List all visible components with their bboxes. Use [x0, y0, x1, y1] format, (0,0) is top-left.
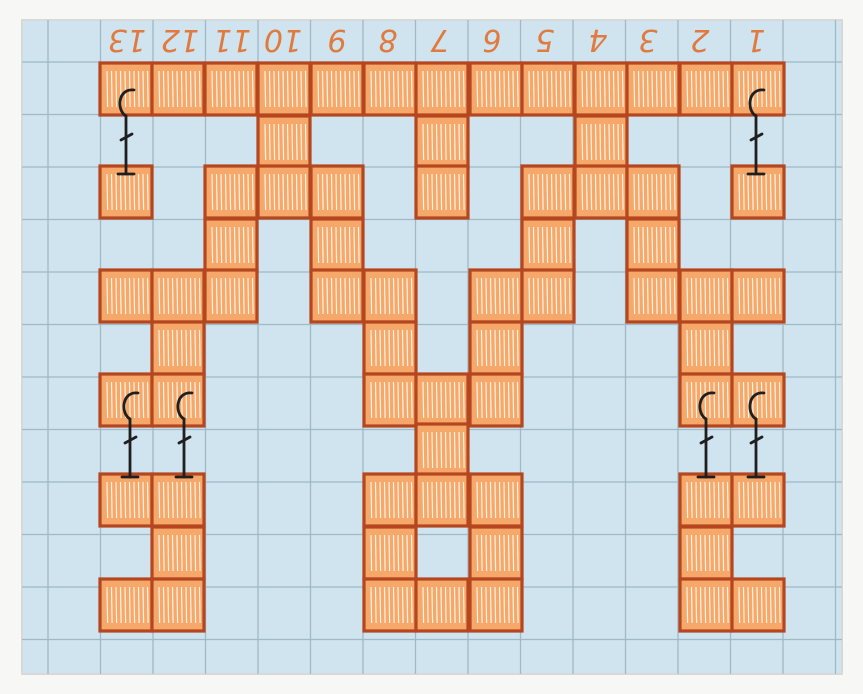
pattern-cell: [416, 474, 468, 526]
column-number: 7: [430, 22, 449, 57]
pattern-cell: [258, 166, 310, 218]
column-number: 6: [482, 22, 501, 57]
pattern-cell: [732, 474, 784, 526]
pattern-cell: [470, 270, 522, 322]
pattern-cell: [152, 579, 204, 631]
column-number: 13: [108, 22, 146, 57]
pattern-cell: [732, 374, 784, 426]
pattern-cell: [364, 527, 416, 579]
pattern-cell: [416, 374, 468, 426]
pattern-cell: [416, 424, 468, 476]
column-number: 3: [638, 22, 657, 57]
pattern-cell: [732, 270, 784, 322]
pattern-cell: [732, 579, 784, 631]
pattern-cell: [416, 63, 468, 115]
column-number: 11: [213, 22, 251, 57]
column-number: 5: [535, 22, 554, 57]
column-number: 2: [690, 22, 709, 57]
pattern-cell: [258, 116, 310, 168]
column-number: 9: [327, 22, 346, 57]
pattern-cell: [152, 474, 204, 526]
column-number: 1: [746, 22, 765, 57]
pattern-cell: [627, 63, 679, 115]
pattern-cell: [470, 322, 522, 374]
pattern-cell: [364, 474, 416, 526]
pattern-cell: [205, 270, 257, 322]
pattern-cell: [416, 116, 468, 168]
pattern-cell: [470, 63, 522, 115]
pattern-cell: [152, 63, 204, 115]
pattern-cell: [364, 270, 416, 322]
pattern-cell: [680, 322, 732, 374]
pattern-cell: [575, 116, 627, 168]
pattern-cell: [205, 63, 257, 115]
column-number: 8: [378, 22, 397, 57]
column-number: 4: [588, 22, 607, 57]
pattern-cell: [416, 579, 468, 631]
column-number: 12: [161, 22, 199, 57]
pattern-cell: [627, 166, 679, 218]
pattern-cell: [732, 63, 784, 115]
pattern-cell: [364, 63, 416, 115]
pattern-cell: [470, 474, 522, 526]
pattern-cell: [311, 219, 363, 271]
pattern-cell: [258, 63, 310, 115]
pattern-cell: [627, 219, 679, 271]
pattern-cell: [100, 270, 152, 322]
pattern-cell: [364, 374, 416, 426]
pattern-cell: [100, 579, 152, 631]
pattern-cell: [416, 166, 468, 218]
pattern-cell: [311, 63, 363, 115]
pattern-cell: [575, 166, 627, 218]
pattern-cell: [152, 270, 204, 322]
pattern-cell: [311, 270, 363, 322]
pattern-cell: [205, 219, 257, 271]
pattern-cell: [522, 63, 574, 115]
pattern-cell: [470, 374, 522, 426]
pattern-cell: [680, 527, 732, 579]
pattern-cell: [522, 219, 574, 271]
pattern-cell: [311, 166, 363, 218]
pattern-cell: [680, 63, 732, 115]
pattern-cell: [680, 474, 732, 526]
column-number: 10: [264, 22, 302, 57]
pattern-cell: [575, 63, 627, 115]
pattern-cell: [470, 579, 522, 631]
pattern-cell: [152, 527, 204, 579]
pattern-cell: [470, 527, 522, 579]
pattern-cell: [364, 322, 416, 374]
pattern-cell: [364, 579, 416, 631]
pattern-cell: [522, 166, 574, 218]
pattern-cell: [100, 474, 152, 526]
pattern-cell: [522, 270, 574, 322]
pattern-cell: [680, 579, 732, 631]
pattern-cell: [205, 166, 257, 218]
pattern-cell: [100, 63, 152, 115]
pattern-cell: [152, 322, 204, 374]
pattern-cell: [627, 270, 679, 322]
pattern-cell: [680, 270, 732, 322]
